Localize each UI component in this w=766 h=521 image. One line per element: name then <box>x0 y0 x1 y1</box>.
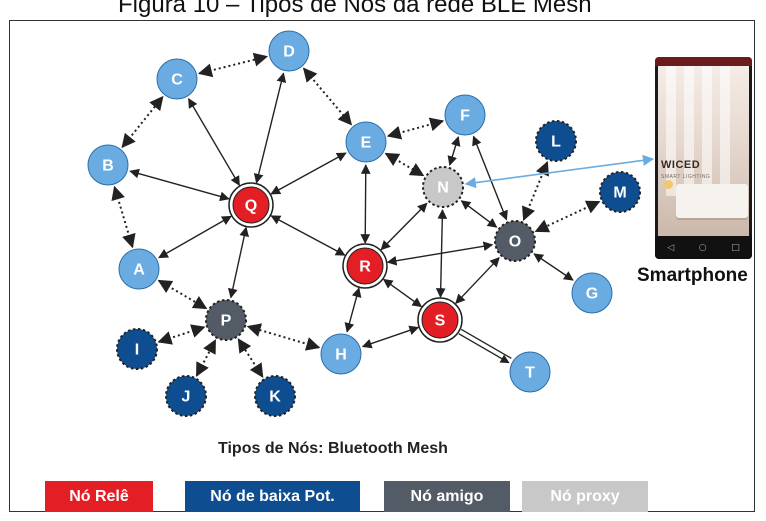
node-label: I <box>135 342 139 359</box>
edge-o-f <box>472 135 508 221</box>
edge-r-e <box>360 164 371 244</box>
edge-o-g <box>533 253 574 281</box>
node-label: A <box>133 262 145 279</box>
node-label: B <box>102 158 114 175</box>
node-f: F <box>444 94 486 136</box>
node-o: O <box>494 220 536 262</box>
edge-e-f <box>386 117 445 140</box>
edge-q-p <box>227 226 250 299</box>
node-h: H <box>320 333 362 375</box>
node-q: Q <box>228 182 274 228</box>
edge-l-o <box>522 160 549 222</box>
curtain-shape <box>702 66 712 196</box>
edge-n-o <box>460 200 498 228</box>
edge-s-o <box>455 256 500 305</box>
edge-k-p <box>237 338 264 378</box>
legend-item-relay: Nó Relê <box>45 481 153 512</box>
edge-q-a <box>158 215 232 259</box>
node-p: P <box>205 299 247 341</box>
edge-a-b <box>111 185 136 249</box>
legend-item-proxy: Nó proxy <box>522 481 648 512</box>
edge-q-d <box>253 72 287 184</box>
node-label: C <box>171 72 183 89</box>
edge-q-e <box>270 152 347 195</box>
phone-sub-text: SMART LIGHTING <box>661 174 711 180</box>
edge-j-p <box>195 339 217 377</box>
node-d: D <box>268 30 310 72</box>
edge-n-f <box>447 136 461 166</box>
node-s: S <box>417 297 463 343</box>
node-g: G <box>571 272 613 314</box>
node-label: T <box>525 365 535 382</box>
node-label: N <box>437 180 449 197</box>
figure-title: Figura 10 – Tipos de Nós da rede BLE Mes… <box>118 0 592 18</box>
edge-r-s <box>382 278 423 308</box>
edge-c-d <box>197 52 269 78</box>
node-t: T <box>509 351 551 393</box>
edge-q-r <box>270 215 346 256</box>
home-icon: ○ <box>698 242 707 253</box>
legend-item-friend: Nó amigo <box>384 481 510 512</box>
phone-nav-bar: ◁ ○ □ <box>655 236 752 259</box>
edge-r-n <box>380 202 428 251</box>
edge-h-p <box>246 323 321 351</box>
smartphone-label: Smartphone <box>637 265 748 286</box>
node-label: S <box>435 313 446 330</box>
phone-brand-text: WICED <box>661 159 701 171</box>
edge-a-p <box>157 279 208 310</box>
node-j: J <box>165 375 207 417</box>
legend-title: Tipos de Nós: Bluetooth Mesh <box>218 440 448 457</box>
back-icon: ◁ <box>667 242 675 253</box>
node-label: R <box>359 259 371 276</box>
edge-s-t <box>458 333 510 364</box>
edge-i-p <box>157 324 206 345</box>
edge-q-b <box>129 168 230 202</box>
node-r: R <box>342 243 388 289</box>
node-label: G <box>586 286 598 303</box>
edge-q-c <box>188 97 240 187</box>
recents-icon: □ <box>731 242 740 253</box>
node-label: K <box>269 389 281 406</box>
curtain-shape <box>720 66 730 196</box>
node-n: N <box>422 166 464 208</box>
node-label: P <box>221 313 232 330</box>
node-label: F <box>460 108 470 125</box>
edge-m-o <box>534 200 601 233</box>
node-a: A <box>118 248 160 290</box>
lamp-shape <box>664 180 673 189</box>
edge-e-n <box>384 152 425 177</box>
node-i: I <box>116 328 158 370</box>
edge-n-smartphone <box>464 154 655 189</box>
node-b: B <box>87 144 129 186</box>
node-label: Q <box>245 198 257 215</box>
edge-d-e <box>302 67 353 126</box>
edge-s-t <box>460 328 512 359</box>
node-label: L <box>551 134 561 151</box>
edge-s-n <box>435 209 448 298</box>
bed-shape <box>676 184 748 218</box>
node-k: K <box>254 375 296 417</box>
node-m: M <box>599 171 641 213</box>
node-l: L <box>535 120 577 162</box>
node-label: E <box>361 135 372 152</box>
node-e: E <box>345 121 387 163</box>
curtain-shape <box>666 66 676 196</box>
node-label: O <box>509 234 521 251</box>
phone-screen: WICED SMART LIGHTING <box>658 66 749 236</box>
edge-s-h <box>361 325 420 349</box>
phone-status-bar <box>655 57 752 66</box>
node-label: D <box>283 44 295 61</box>
legend-item-low-power: Nó de baixa Pot. <box>185 481 360 512</box>
edge-r-o <box>386 241 494 266</box>
node-label: J <box>182 389 191 406</box>
edge-r-h <box>344 287 362 333</box>
smartphone-image: WICED SMART LIGHTING ◁ ○ □ <box>655 57 752 259</box>
node-c: C <box>156 58 198 100</box>
edge-b-c <box>121 95 164 149</box>
node-label: M <box>613 185 626 202</box>
node-label: H <box>335 347 347 364</box>
curtain-shape <box>684 66 694 196</box>
